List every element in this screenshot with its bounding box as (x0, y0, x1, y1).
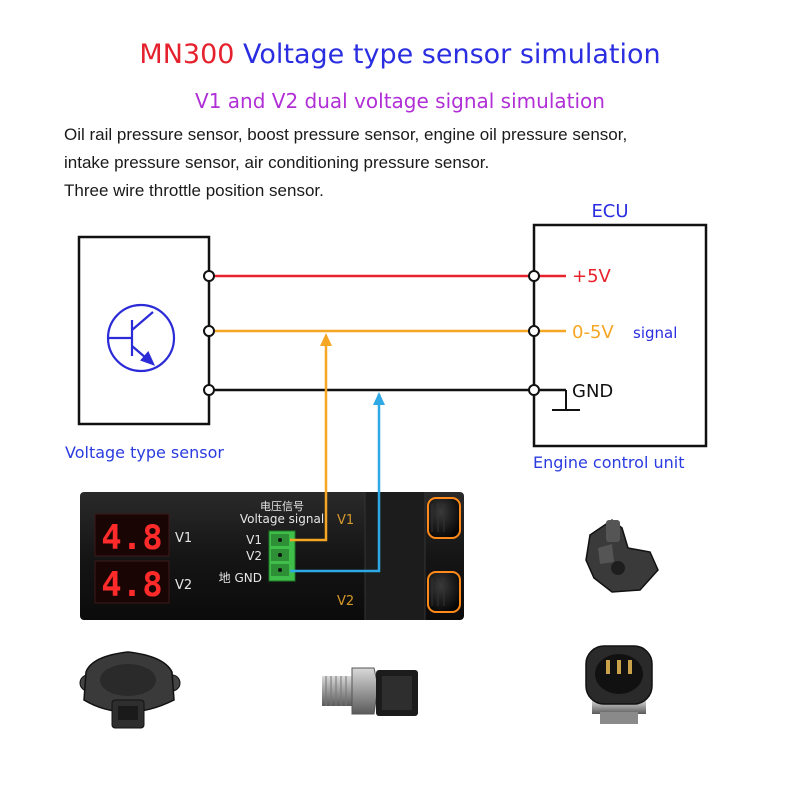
ecu-label-signal-suffix: signal (633, 324, 677, 342)
display-v1-label: V1 (175, 531, 192, 546)
display-v2-label: V2 (175, 578, 192, 593)
title-rest: Voltage type sensor simulation (234, 39, 661, 70)
blue-arrow-icon (373, 392, 385, 405)
connector-pin-v1: V1 (246, 533, 262, 547)
display-v2-value: 4.8 (101, 565, 162, 605)
description-line-3: Three wire throttle position sensor. (64, 181, 324, 200)
ground-symbol (552, 390, 580, 411)
connector-pin-gnd: 地 GND (219, 571, 262, 585)
sensor-pins (203, 270, 215, 396)
knob-label-v2: V2 (337, 594, 354, 609)
ecu-label-5v: +5V (572, 266, 612, 287)
orange-signal-wire (290, 336, 328, 542)
ecu-caption: Engine control unit (533, 453, 684, 472)
throttle-sensor-picture-icon (79, 651, 181, 729)
mn300-device: 4.8 4.8 V1 V2 电压信号 Voltage signal V1 V2 … (80, 492, 464, 620)
page-title: MN300 Voltage type sensor simulation (0, 38, 800, 72)
ecu-label-gnd: GND (572, 381, 613, 402)
connector-title-en: Voltage signal (240, 512, 324, 526)
oil-pressure-sensor-picture-icon (585, 645, 653, 724)
display-v1 (94, 513, 170, 557)
page-subtitle: V1 and V2 dual voltage signal simulation (195, 89, 605, 113)
orange-arrow-icon (320, 333, 332, 346)
rail-pressure-sensor-picture-icon (322, 667, 418, 716)
connector-title-cn: 电压信号 (260, 500, 304, 513)
map-sensor-picture-icon (585, 519, 659, 593)
connector-pin-v2: V2 (246, 549, 262, 563)
display-v2 (94, 560, 170, 604)
ecu-label-signal: 0-5V (572, 322, 614, 343)
description-line-2: intake pressure sensor, air conditioning… (64, 153, 490, 172)
ecu-pins (528, 270, 540, 396)
sensor-box (77, 235, 211, 426)
knob-v2[interactable] (427, 571, 461, 613)
knob-v1[interactable] (427, 497, 461, 539)
ecu-box (532, 223, 708, 448)
sensor-caption: Voltage type sensor (65, 443, 224, 462)
description-line-1: Oil rail pressure sensor, boost pressure… (64, 125, 628, 144)
display-v1-value: 4.8 (101, 518, 162, 558)
ecu-title: ECU (591, 201, 628, 222)
title-brand: MN300 (139, 39, 235, 70)
transistor-icon (106, 303, 176, 373)
knob-label-v1: V1 (337, 513, 354, 528)
blue-gnd-wire (290, 394, 381, 573)
